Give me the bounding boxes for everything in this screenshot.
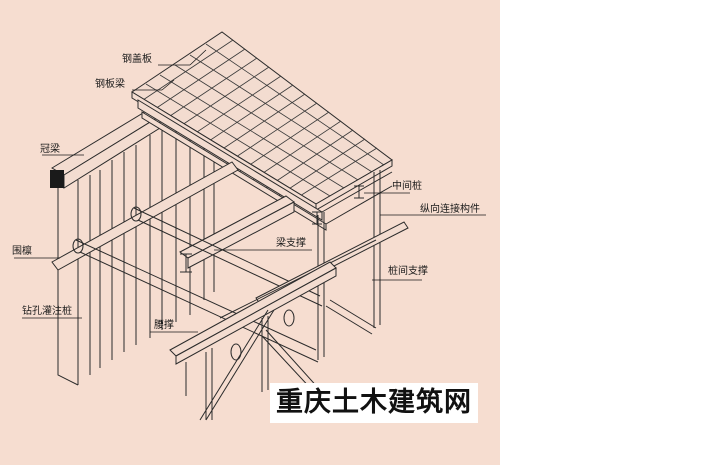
diagram-canvas: 钢盖板 钢板梁 冠梁 中间桩 纵向连接构件 梁支撑 围檩 桩间支撑 钻孔灌注桩 …	[0, 0, 500, 465]
beam-support	[179, 195, 295, 273]
h-section-icon	[180, 253, 192, 273]
labels: 钢盖板 钢板梁 冠梁 中间桩 纵向连接构件 梁支撑 围檩 桩间支撑 钻孔灌注桩 …	[12, 52, 480, 331]
inter-pile-bracing	[199, 299, 377, 421]
crown-beam	[50, 109, 162, 189]
h-section-icon	[312, 211, 322, 225]
watermark: 重庆土木建筑网	[270, 383, 478, 423]
bored-pile-wall	[57, 128, 215, 386]
h-section-icon	[354, 185, 364, 199]
label-inter-pile-brace: 桩间支撑	[388, 264, 428, 277]
label-deck-plate: 钢盖板	[122, 52, 152, 65]
label-deck-beam: 钢板梁	[95, 77, 125, 90]
upper-struts	[51, 161, 323, 363]
label-waler-lower: 腰撑	[154, 318, 174, 331]
crown-beam-section-icon	[50, 170, 64, 188]
label-bored-pile: 钻孔灌注桩	[22, 304, 72, 317]
label-waler: 围檩	[12, 244, 32, 257]
label-middle-pile: 中间桩	[392, 179, 422, 192]
middle-piles	[312, 170, 381, 360]
lower-waler	[169, 261, 337, 420]
structure-diagram: 钢盖板 钢板梁 冠梁 中间桩 纵向连接构件 梁支撑 围檩 桩间支撑 钻孔灌注桩 …	[12, 31, 486, 421]
leader-lines	[14, 49, 486, 333]
label-beam-brace: 梁支撑	[276, 236, 306, 249]
label-longitudinal-connector: 纵向连接构件	[420, 202, 480, 215]
label-crown-beam: 冠梁	[40, 142, 60, 155]
